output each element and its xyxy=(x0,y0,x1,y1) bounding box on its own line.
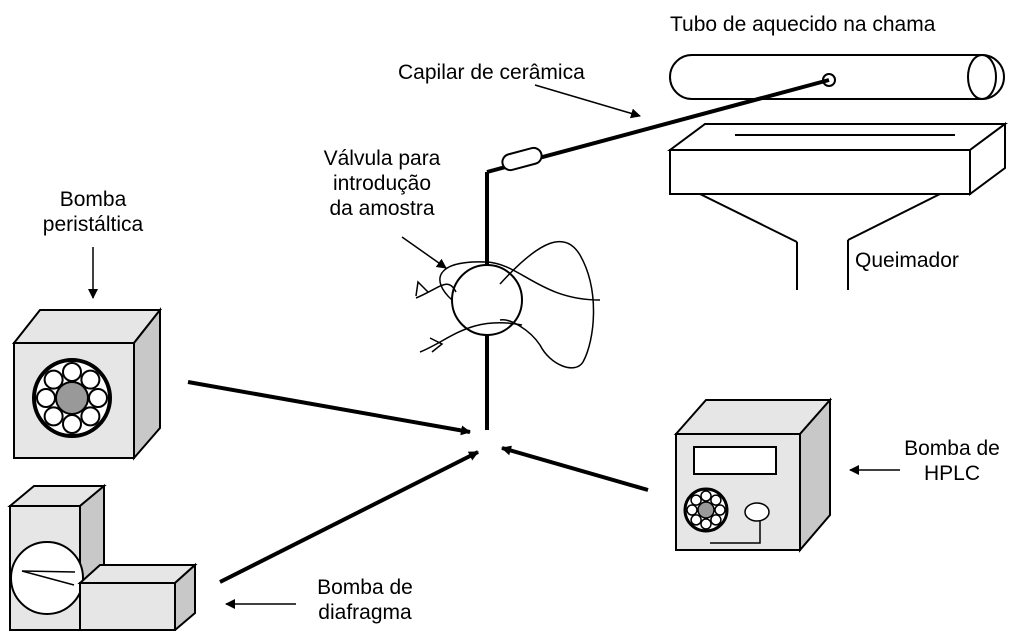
pump-roller xyxy=(80,369,101,390)
pump-roller xyxy=(36,388,56,408)
label-hplc-line2: HPLC xyxy=(923,462,981,485)
label-valvula: Válvula para introdução da amostra xyxy=(308,146,456,221)
pump-roller xyxy=(686,504,698,516)
pump-roller xyxy=(62,414,82,434)
hplc-pump xyxy=(673,397,833,553)
injection-valve xyxy=(415,240,601,369)
pump-roller xyxy=(43,406,64,427)
label-diafragma: Bomba de diafragma xyxy=(310,575,420,625)
label-diafragma-line2: diafragma xyxy=(318,601,412,624)
label-queimador: Queimador xyxy=(855,249,959,272)
label-valvula-line2: introdução xyxy=(332,172,432,195)
pump-roller xyxy=(43,369,64,390)
flow-arrow-hplc xyxy=(501,445,649,492)
label-peristaltica-line1: Bomba xyxy=(59,188,127,211)
peristaltic-pump xyxy=(11,307,163,461)
pointer-capilar xyxy=(534,84,641,119)
label-hplc-line1: Bomba de xyxy=(904,437,1000,460)
label-peristaltica-line2: peristáltica xyxy=(42,213,144,236)
ceramic-capillary xyxy=(501,146,543,172)
flow-arrow-diaphragm xyxy=(219,450,479,584)
label-peristaltica: Bomba peristáltica xyxy=(38,187,148,237)
pump-roller xyxy=(710,514,722,526)
pump-roller xyxy=(710,494,722,506)
label-diafragma-line1: Bomba de xyxy=(317,576,413,599)
pump-roller xyxy=(700,490,712,502)
label-capilar: Capilar de cerâmica xyxy=(398,61,585,84)
pump-roller xyxy=(62,362,82,382)
pump-roller xyxy=(690,494,702,506)
label-hplc: Bomba de HPLC xyxy=(902,436,1002,486)
burner xyxy=(666,122,1009,290)
sample-loop xyxy=(499,240,595,369)
pump-roller xyxy=(80,406,101,427)
diaphragm-pump xyxy=(7,483,198,631)
label-valvula-line3: da amostra xyxy=(329,197,435,220)
pump-roller xyxy=(88,388,108,408)
heated-tube xyxy=(669,54,1005,100)
label-valvula-line1: Válvula para xyxy=(323,147,441,170)
pump-roller xyxy=(690,514,702,526)
pump-roller xyxy=(714,504,726,516)
flow-arrow-peristaltic xyxy=(187,380,471,436)
pump-roller xyxy=(700,518,712,530)
label-tubo: Tubo de aquecido na chama xyxy=(670,13,936,36)
pointer-valvula xyxy=(401,236,447,269)
